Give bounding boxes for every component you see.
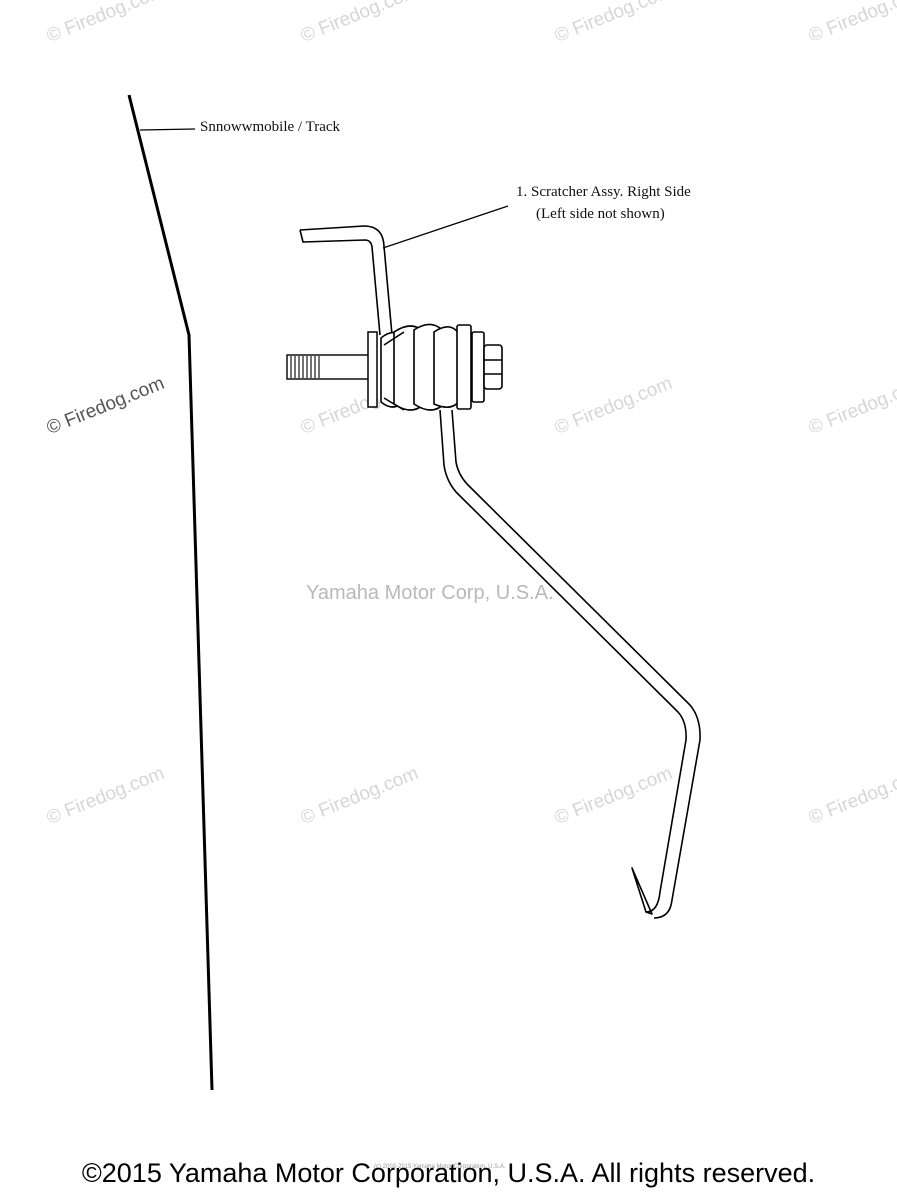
fine-print: (c) 2003-2015 Yamaha Motor Corporation, … — [374, 1164, 506, 1170]
bolt — [286, 331, 378, 408]
track-leader-line — [139, 128, 196, 131]
copyright-footer: ©2015 Yamaha Motor Corporation, U.S.A. A… — [81, 1158, 816, 1188]
scratcher-lower-arm — [439, 409, 701, 919]
part-1-note: (Left side not shown) — [536, 206, 665, 222]
washer-and-nut — [456, 324, 503, 410]
part-1-label: 1. Scratcher Assy. Right Side — [516, 184, 691, 200]
scratcher-leader-line — [382, 205, 509, 249]
owner-watermark: Yamaha Motor Corp, U.S.A. — [306, 582, 554, 604]
track-outline — [127, 94, 214, 1091]
torsion-spring — [380, 323, 461, 411]
scratcher-upper-arm — [299, 225, 393, 336]
track-label: Snnowwmobile / Track — [200, 119, 341, 135]
